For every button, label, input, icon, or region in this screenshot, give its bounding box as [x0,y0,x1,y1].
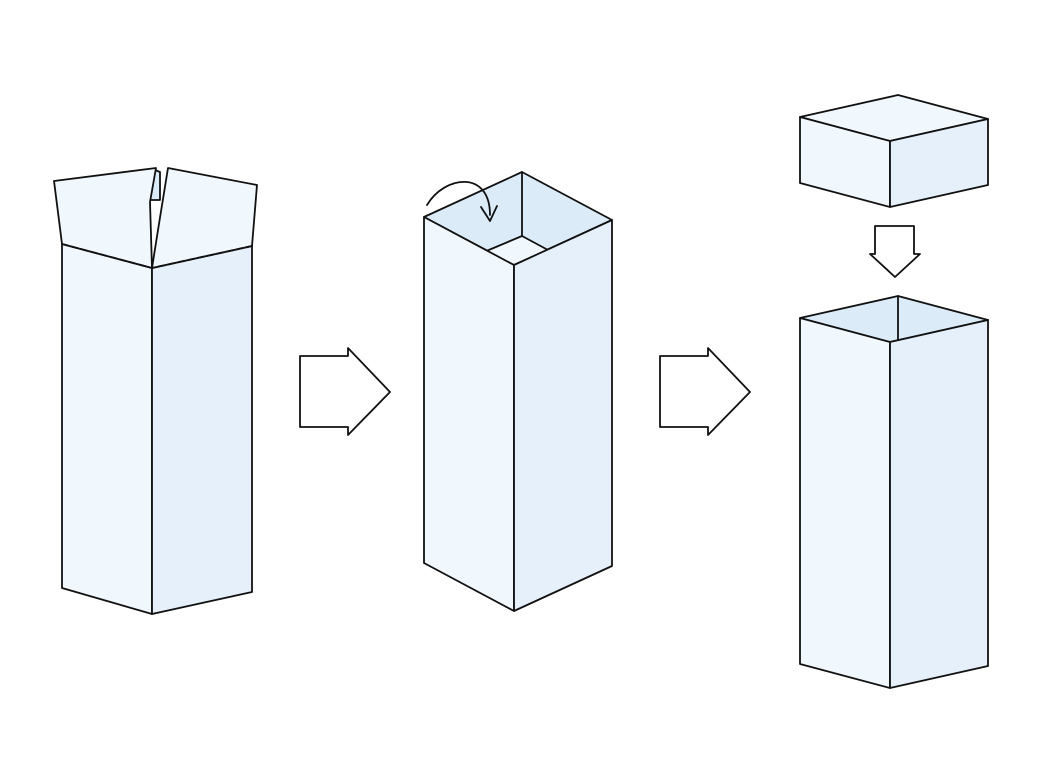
right-arrow-icon [299,347,391,436]
box-body [799,295,989,689]
step-3-lid-and-box [799,94,989,689]
fold-in-arrowhead [480,205,498,222]
fold-line [61,243,253,269]
right-face [513,219,613,612]
left-face [423,216,515,612]
step-1-open-flaps-box [53,167,258,615]
right-face [889,319,989,689]
down-arrow-icon [869,225,921,278]
right-arrow-icon [659,347,751,436]
lid [799,94,989,208]
left-face [799,317,891,689]
left-flap [53,167,157,269]
left-face [61,243,153,615]
fold-in-arrow-icon [426,180,491,216]
right-face [151,245,253,615]
lid-right [889,118,989,208]
step-2-folded-box [423,171,613,612]
